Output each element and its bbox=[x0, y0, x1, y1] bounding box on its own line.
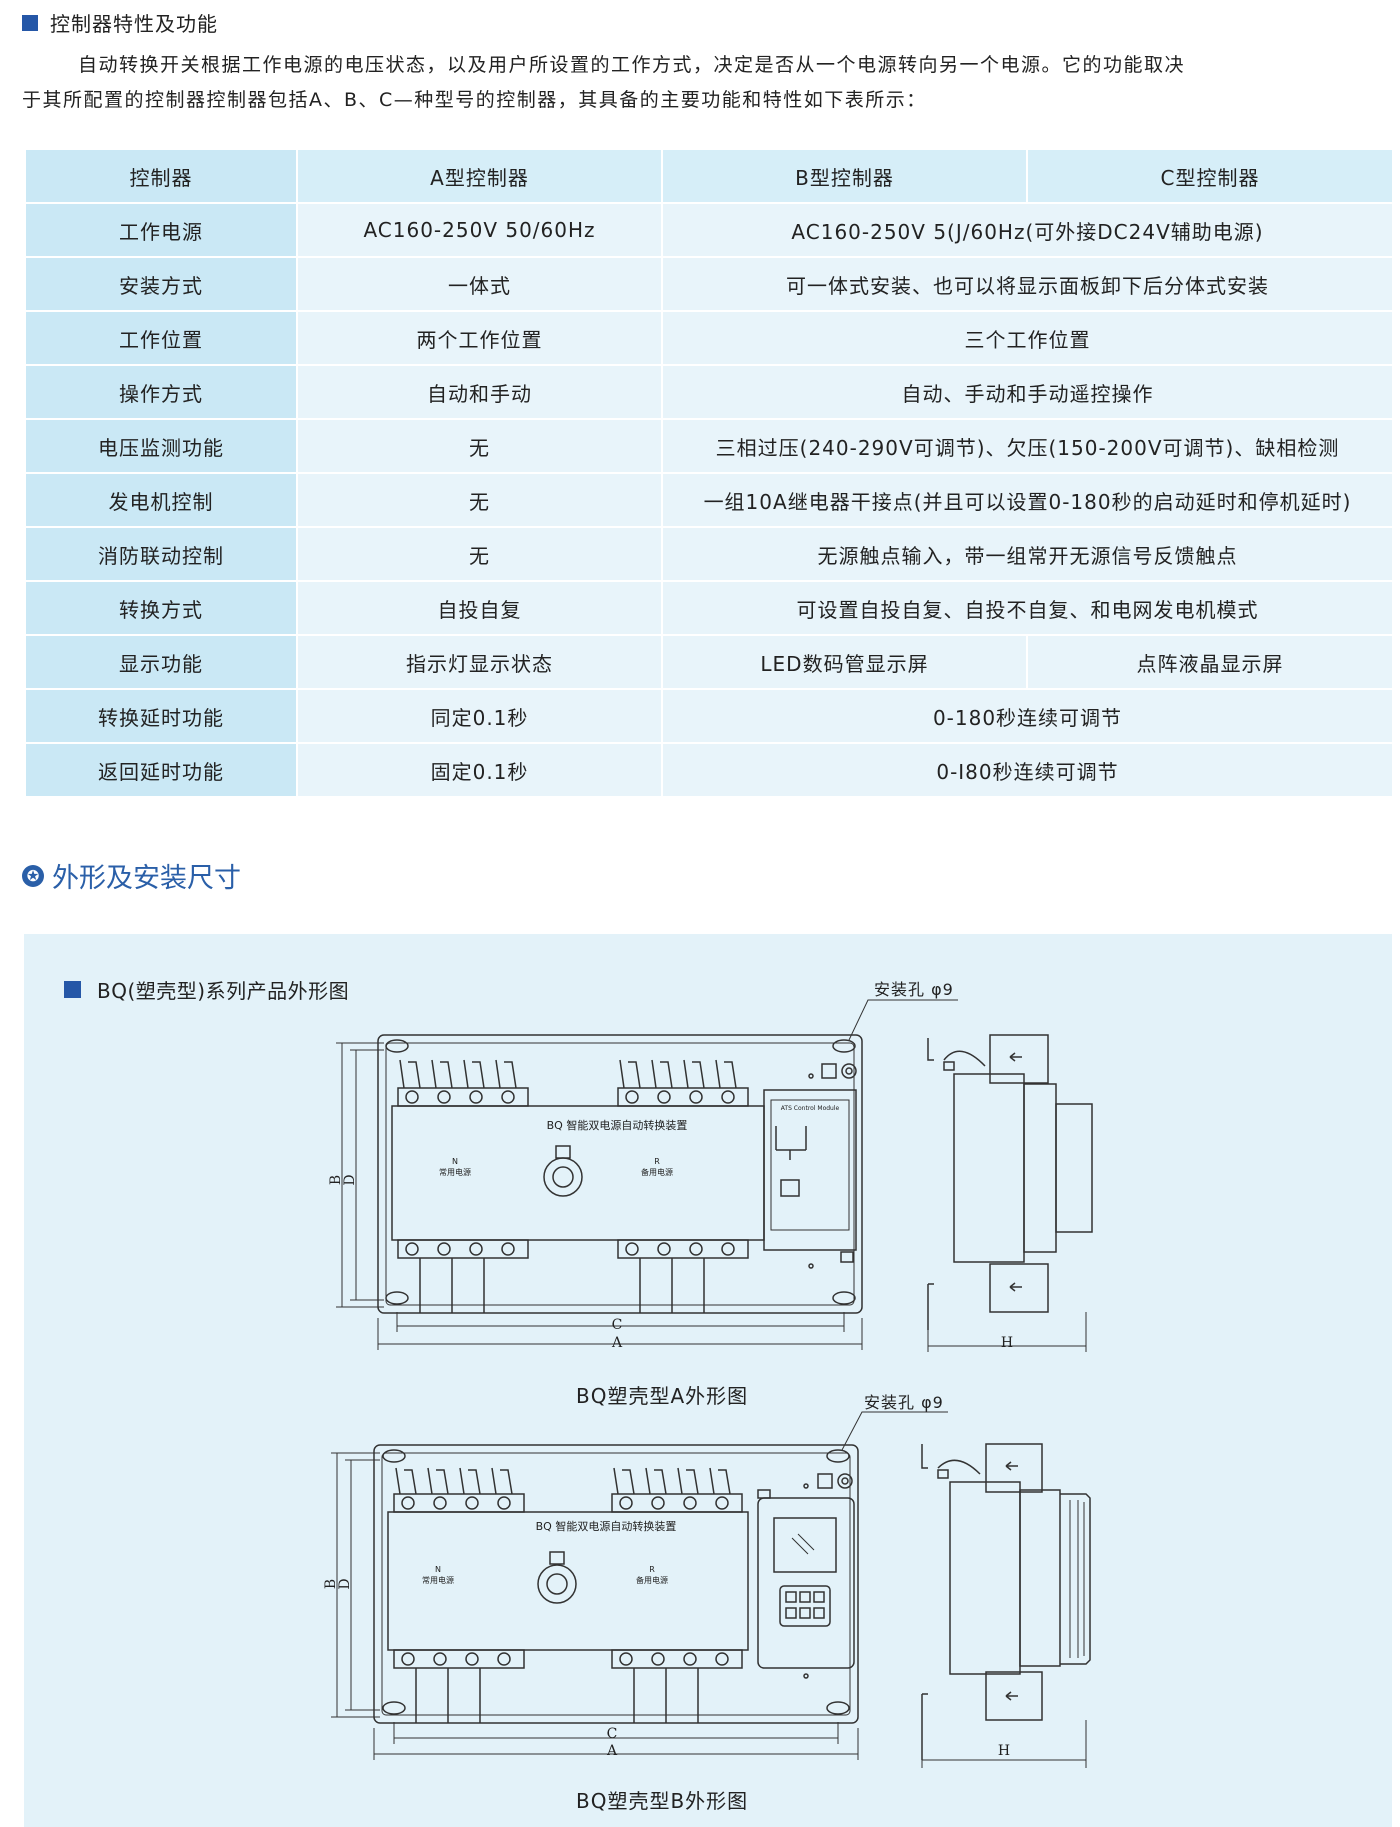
table-row: 操作方式自动和手动自动、手动和手动遥控操作 bbox=[24, 364, 1394, 420]
header-cell-c: C型控制器 bbox=[1026, 148, 1394, 204]
drawing-a-front bbox=[377, 1034, 863, 1314]
cell-a: AC160-250V 50/60Hz bbox=[296, 202, 663, 258]
dimensions-title: ✪ 外形及安装尺寸 bbox=[22, 856, 241, 895]
cell-bc: AC160-250V 5(J/60Hz(可外接DC24V辅助电源) bbox=[661, 202, 1394, 258]
row-label: 转换延时功能 bbox=[24, 688, 298, 744]
dimension-drawing-panel bbox=[24, 934, 1392, 1827]
cell-a: 无 bbox=[296, 418, 663, 474]
drawing-b-front bbox=[373, 1444, 859, 1724]
row-label: 转换方式 bbox=[24, 580, 298, 636]
r-mark-a: R bbox=[654, 1157, 660, 1166]
section-title-text: 控制器特性及功能 bbox=[50, 12, 218, 36]
table-row: 电压监测功能无三相过压(240-290V可调节)、欠压(150-200V可调节)… bbox=[24, 418, 1394, 474]
figure-heading: BQ(塑壳型)系列产品外形图 bbox=[64, 975, 349, 1004]
dim-d-a: D bbox=[342, 1174, 358, 1185]
cell-a: 无 bbox=[296, 472, 663, 528]
table-row: 消防联动控制无无源触点输入，带一组常开无源信号反馈触点 bbox=[24, 526, 1394, 582]
r-mark-b: R bbox=[649, 1565, 655, 1574]
ats-module-label: ATS Control Module bbox=[781, 1105, 840, 1112]
row-label: 显示功能 bbox=[24, 634, 298, 690]
dim-d-b: D bbox=[337, 1578, 353, 1589]
cell-a: 自投自复 bbox=[296, 580, 663, 636]
row-label: 发电机控制 bbox=[24, 472, 298, 528]
cell-a: 两个工作位置 bbox=[296, 310, 663, 366]
n-mark-a: N bbox=[452, 1157, 458, 1166]
dim-c-a: C bbox=[612, 1317, 623, 1333]
dim-b-b: B bbox=[323, 1579, 339, 1589]
cell-a: 无 bbox=[296, 526, 663, 582]
caption-a: BQ塑壳型A外形图 bbox=[576, 1384, 749, 1408]
common-power-label-a: 常用电源 bbox=[439, 1167, 471, 1177]
cell-a: 同定0.1秒 bbox=[296, 688, 663, 744]
section-title: 控制器特性及功能 bbox=[22, 8, 218, 37]
square-bullet-icon bbox=[64, 981, 81, 998]
table-row: 发电机控制无一组10A继电器干接点(并且可以设置0-180秒的启动延时和停机延时… bbox=[24, 472, 1394, 528]
cell-a: 指示灯显示状态 bbox=[296, 634, 663, 690]
header-cell-label: 控制器 bbox=[24, 148, 298, 204]
intro-paragraph: 自动转换开关根据工作电源的电压状态，以及用户所设置的工作方式，决定是否从一个电源… bbox=[22, 48, 1392, 118]
device-label-b: BQ 智能双电源自动转换装置 bbox=[536, 1519, 677, 1533]
backup-power-label-a: 备用电源 bbox=[641, 1167, 673, 1177]
n-mark-b: N bbox=[435, 1565, 441, 1574]
header-cell-a: A型控制器 bbox=[296, 148, 663, 204]
dim-a-a: A bbox=[611, 1335, 623, 1351]
table-row: 工作位置两个工作位置三个工作位置 bbox=[24, 310, 1394, 366]
figure-heading-text: BQ(塑壳型)系列产品外形图 bbox=[97, 979, 350, 1003]
row-label: 安装方式 bbox=[24, 256, 298, 312]
table-row: 安装方式一体式可一体式安装、也可以将显示面板卸下后分体式安装 bbox=[24, 256, 1394, 312]
cell-bc: 自动、手动和手动遥控操作 bbox=[661, 364, 1394, 420]
cell-bc: 无源触点输入，带一组常开无源信号反馈触点 bbox=[661, 526, 1394, 582]
star-icon: ✪ bbox=[22, 864, 44, 887]
intro-line-2: 于其所配置的控制器控制器包括A、B、C—种型号的控制器，其具备的主要功能和特性如… bbox=[22, 89, 927, 111]
cell-bc: 三相过压(240-290V可调节)、欠压(150-200V可调节)、缺相检测 bbox=[661, 418, 1394, 474]
cell-b: LED数码管显示屏 bbox=[661, 634, 1028, 690]
common-power-label-b: 常用电源 bbox=[422, 1575, 454, 1585]
cell-c: 点阵液晶显示屏 bbox=[1026, 634, 1394, 690]
intro-line-1: 自动转换开关根据工作电源的电压状态，以及用户所设置的工作方式，决定是否从一个电源… bbox=[78, 54, 1186, 76]
cell-bc: 0-I80秒连续可调节 bbox=[661, 742, 1394, 798]
cell-bc: 可一体式安装、也可以将显示面板卸下后分体式安装 bbox=[661, 256, 1394, 312]
cell-a: 一体式 bbox=[296, 256, 663, 312]
dim-h-b: H bbox=[998, 1743, 1010, 1759]
dim-a-b: A bbox=[606, 1743, 618, 1759]
backup-power-label-b: 备用电源 bbox=[636, 1575, 668, 1585]
cell-bc: 一组10A继电器干接点(并且可以设置0-180秒的启动延时和停机延时) bbox=[661, 472, 1394, 528]
header-cell-b: B型控制器 bbox=[661, 148, 1028, 204]
drawing-a-side bbox=[927, 1034, 1093, 1352]
row-label: 工作位置 bbox=[24, 310, 298, 366]
dim-h-a: H bbox=[1001, 1335, 1013, 1351]
dimensions-title-text: 外形及安装尺寸 bbox=[52, 863, 241, 894]
drawing-b-side bbox=[921, 1443, 1091, 1768]
drawing-b-dimension-lines bbox=[331, 1411, 948, 1760]
drawing-a-dimension-lines bbox=[336, 999, 958, 1350]
cell-bc: 三个工作位置 bbox=[661, 310, 1394, 366]
hole-label-a: 安装孔 φ9 bbox=[874, 980, 954, 999]
cell-a: 固定0.1秒 bbox=[296, 742, 663, 798]
hole-label-b: 安装孔 φ9 bbox=[864, 1393, 944, 1412]
row-label: 操作方式 bbox=[24, 364, 298, 420]
row-label: 工作电源 bbox=[24, 202, 298, 258]
row-label: 电压监测功能 bbox=[24, 418, 298, 474]
table-row: 转换方式自投自复可设置自投自复、自投不自复、和电网发电机模式 bbox=[24, 580, 1394, 636]
caption-b: BQ塑壳型B外形图 bbox=[576, 1789, 749, 1813]
row-label: 返回延时功能 bbox=[24, 742, 298, 798]
table-header-row: 控制器 A型控制器 B型控制器 C型控制器 bbox=[24, 148, 1394, 204]
dim-b-a: B bbox=[328, 1175, 344, 1185]
square-bullet-icon bbox=[22, 14, 38, 31]
row-label: 消防联动控制 bbox=[24, 526, 298, 582]
cell-bc: 可设置自投自复、自投不自复、和电网发电机模式 bbox=[661, 580, 1394, 636]
cell-bc: 0-180秒连续可调节 bbox=[661, 688, 1394, 744]
device-label-a: BQ 智能双电源自动转换装置 bbox=[547, 1118, 688, 1132]
dim-c-b: C bbox=[607, 1726, 618, 1742]
cell-a: 自动和手动 bbox=[296, 364, 663, 420]
